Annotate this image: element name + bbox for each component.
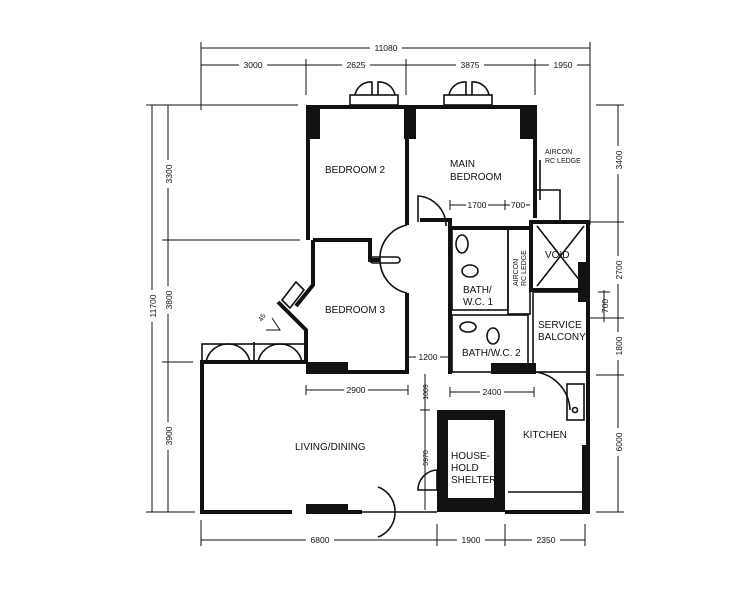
dim-top-1: 3000	[244, 60, 263, 70]
dim-left-1: 3300	[164, 164, 174, 183]
walls	[200, 105, 590, 514]
dim-1009: 1009	[423, 384, 430, 400]
label-service-balcony-1: SERVICE	[538, 320, 582, 331]
dim-right-5: 6000	[614, 432, 624, 451]
dim-angle: 45	[258, 313, 268, 323]
label-main-bedroom-2: BEDROOM	[450, 172, 502, 183]
dim-2400: 2400	[483, 387, 502, 397]
dim-left-2: 3800	[164, 290, 174, 309]
dim-right-4: 1800	[614, 336, 624, 355]
dim-right-2: 2700	[614, 260, 624, 279]
label-bedroom-2: BEDROOM 2	[325, 165, 385, 176]
dim-bottom-1: 6800	[311, 535, 330, 545]
dim-left-3: 3900	[164, 426, 174, 445]
dim-right-3: 700	[600, 299, 610, 313]
dim-bottom-2: 1900	[462, 535, 481, 545]
label-living-dining: LIVING/DINING	[295, 442, 366, 453]
inner-dimensions: 1700 700 2900 2400 1200 1009 5970 45	[258, 200, 535, 510]
top-dimensions: 11080 3000 2625 3875 1950	[200, 42, 591, 225]
dim-right-1: 3400	[614, 150, 624, 169]
label-void: VOID	[545, 250, 569, 261]
label-kitchen: KITCHEN	[523, 430, 567, 441]
left-dimensions: 11700 3300 3800 3900	[146, 104, 300, 513]
label-shelter-1: HOUSE-	[451, 451, 490, 462]
label-aircon-ledge-2: RC LEDGE	[545, 158, 581, 165]
right-dimensions: 3400 2700 700 1800 6000	[590, 104, 624, 513]
label-bath-1a: BATH/	[463, 285, 492, 296]
dim-5970: 5970	[423, 450, 430, 466]
label-main-bedroom-1: MAIN	[450, 159, 475, 170]
label-aircon-ledge-v2: RC LEDGE	[521, 250, 528, 286]
bottom-dimensions: 6800 1900 2350	[200, 520, 586, 546]
dim-top-total: 11080	[374, 43, 397, 53]
dim-top-2: 2625	[347, 60, 366, 70]
label-bedroom-3: BEDROOM 3	[325, 305, 385, 316]
label-service-balcony-2: BALCONY	[538, 332, 586, 343]
label-aircon-ledge-1: AIRCON	[545, 149, 572, 156]
dim-1200: 1200	[419, 352, 438, 362]
label-bath-1b: W.C. 1	[463, 297, 493, 308]
windows-doors	[201, 81, 585, 538]
label-aircon-ledge-v1: AIRCON	[513, 259, 520, 286]
label-shelter-2: HOLD	[451, 463, 479, 474]
label-bath-2: BATH/W.C. 2	[462, 348, 521, 359]
label-shelter-3: SHELTER	[451, 475, 496, 486]
dim-left-total: 11700	[148, 294, 158, 317]
dim-top-4: 1950	[554, 60, 573, 70]
dim-2900: 2900	[347, 385, 366, 395]
dim-1700: 1700	[468, 200, 487, 210]
dim-top-3: 3875	[461, 60, 480, 70]
room-labels: BEDROOM 2 MAIN BEDROOM BEDROOM 3 BATH/ W…	[295, 149, 586, 486]
dim-700: 700	[511, 200, 525, 210]
dim-bottom-3: 2350	[537, 535, 556, 545]
